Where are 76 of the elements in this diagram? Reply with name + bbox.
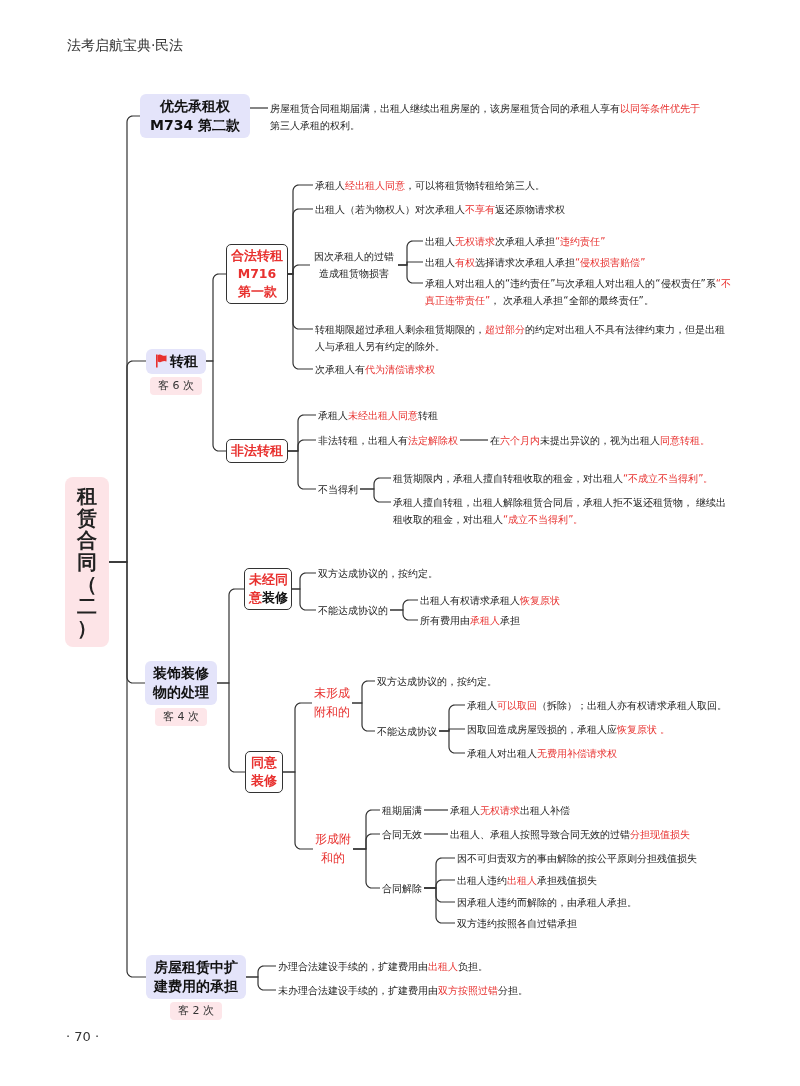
branch-text: 租期届满 [380,801,424,819]
page-header: 法考启航宝典·民法 [67,37,184,55]
branch-text: 双方达成协议的，按约定。 [375,672,499,690]
branch-text: 出租人无权请求次承租人承担“违约责任” [423,232,608,250]
topic-label: 合法转租 M716 第一款 [230,247,284,301]
branch-text: 承租人对出租人无费用补偿请求权 [465,744,619,762]
branch-text: 出租人有权选择请求次承租人承担“侵权损害赔偿” [423,253,648,271]
branch-text: 因不可归责双方的事由解除的按公平原则分担残值损失 [455,849,699,867]
connector-line [205,360,227,452]
branch-text: 承租人对出租人的“违约责任”与次承租人对出租人的“侵权责任”系“不真正连带责任”， 次承租人承担“全部的最终责任”。 [423,274,737,309]
topic-label: 优先承租权 M734 第二款 [149,97,241,135]
branch-text: 在六个月内未提出异议的，视为出租人同意转租。 [488,431,712,449]
connector-line [245,976,277,991]
branch-text: 租赁期限内，承租人擅自转租收取的租金，对出租人“不成立不当得利”。 [391,469,716,487]
subtopic-box [226,439,288,463]
connector-line [423,887,456,924]
branch-text: 非法转租，出租人有法定解除权 [316,431,460,449]
branch-text: 承租人可以取回（拆除）；出租人亦有权请求承租人取回。 [465,696,729,714]
connector-line [291,588,317,611]
branch-text: 双方达成协议的，按约定。 [316,564,440,582]
topic-label: 转租 [169,351,198,371]
branch-text: 承租人未经出租人同意转租 [316,406,440,424]
topic-label: 未经同意装修 [248,571,288,607]
topic-box [145,661,217,705]
count-badge: 客 4 次 [155,708,207,726]
branch-text: 形成附和的 [313,830,353,868]
connector-line [459,439,489,441]
topic-box [140,94,250,138]
branch-text: 因次承租人的过错造成租赁物损害 [310,248,398,282]
page-number: · 70 · [66,1029,100,1044]
topic-label: 装饰装修物的处理 [151,664,210,702]
connector-line [108,561,147,978]
connector-line [359,488,392,503]
branch-text: 办理合法建设手续的，扩建费用由出租人负担。 [276,957,490,975]
connector-line [282,771,314,850]
branch-text: 合同无效 [380,825,424,843]
connector-line [352,848,381,889]
branch-text: 不能达成协议 [375,722,439,740]
connector-line [389,609,419,621]
connector-line [249,107,269,109]
connector-line [351,702,376,732]
topic-label: 同意装修 [250,754,278,790]
branch-text: 承租人擅自转租，出租人解除租赁合同后，承租人拒不返还租赁物， 继续出租收取的租金，对出租人“成立不当得利”。 [391,493,732,528]
connector-line [397,264,424,284]
branch-text: 承租人无权请求出租人补偿 [448,801,572,819]
branch-text: 因承租人违约而解除的，由承租人承担。 [455,893,639,911]
branch-text: 出租人（若为物权人）对次承租人不享有返还原物请求权 [313,200,567,218]
branch-text: 未办理合法建设手续的，扩建费用由双方按照过错分担。 [276,981,530,999]
branch-text: 因取回造成房屋毁损的，承租人应恢复原状 。 [465,720,673,738]
connector-line [423,809,449,811]
connector-line [423,833,449,835]
branch-text: 不能达成协议的 [316,601,390,619]
connector-line [287,273,314,370]
topic-label: 房屋租赁中扩建费用的承担 [152,958,239,996]
root-topic-box [65,477,109,647]
branch-text: 未形成附和的 [312,684,352,722]
branch-text: 转租期限超过承租人剩余租赁期限的，超过部分的约定对出租人不具有法律约束力，但是出租人与承租人另有约定的除外。 [313,320,731,355]
connector-line [287,450,317,490]
branch-text: 合同解除 [380,879,424,897]
branch-text: 不当得利 [316,480,360,498]
branch-text: 所有费用由承租人承担 [418,611,522,629]
topic-box [146,348,206,374]
branch-text: 出租人、承租人按照导致合同无效的过错分担现值损失 [448,825,692,843]
topic-box [146,955,246,999]
count-badge: 客 2 次 [170,1002,222,1020]
branch-text: 承租人经出租人同意，可以将租赁物转租给第三人。 [313,176,547,194]
branch-text: 次承租人有代为清偿请求权 [313,360,437,378]
connector-line [216,682,246,773]
branch-text: 房屋租赁合同租期届满，出租人继续出租房屋的，该房屋租赁合同的承租人享有以同等条件优先于第三人承租的权利。 [268,99,706,134]
topic-label: 非法转租 [231,442,283,460]
branch-text: 出租人有权请求承租人恢复原状 [418,591,562,609]
branch-text: 出租人违约出租人承担残值损失 [455,871,599,889]
count-badge: 客 6 次 [150,376,202,395]
topic-label: 租赁合同（二） [76,485,98,639]
connector-line [438,730,466,754]
branch-text: 双方违约按照各自过错承担 [455,914,579,932]
